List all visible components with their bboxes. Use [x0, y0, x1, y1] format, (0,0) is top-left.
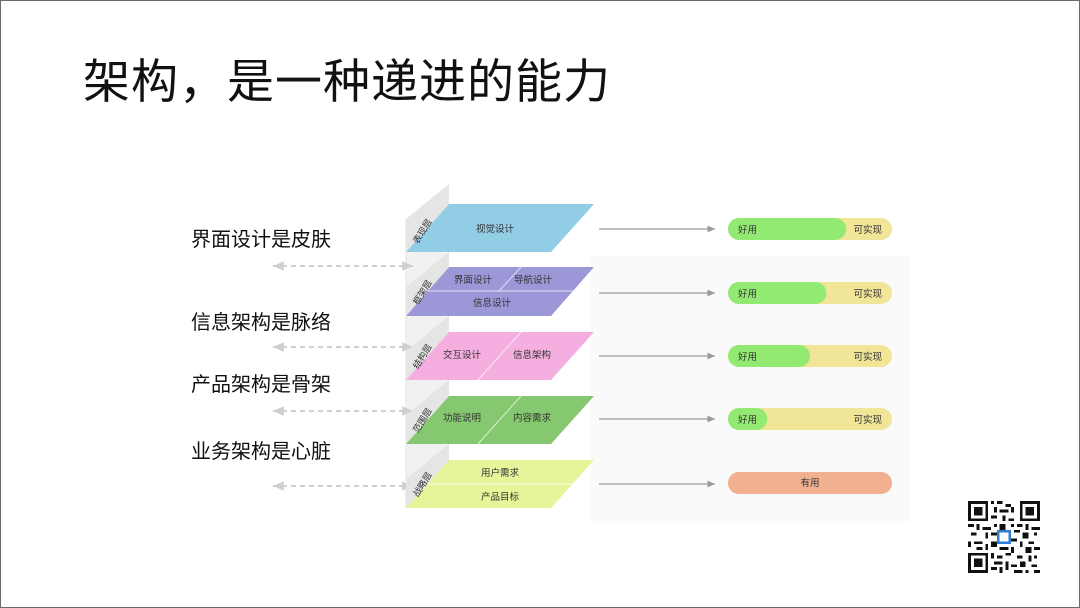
bar-3-left-label: 好用: [738, 351, 757, 363]
layer-2-item-2: 导航设计: [514, 274, 553, 286]
layer-4-divider-v: [477, 395, 522, 445]
bar-1: 好用 可实现: [728, 218, 892, 240]
label-business-arch-heart: 业务架构是心脏: [191, 439, 331, 463]
bar-3: 好用 可实现: [728, 345, 892, 367]
bar-3-right-label: 可实现: [853, 351, 882, 363]
bar-4: 好用 可实现: [728, 408, 892, 430]
label-ui-design-skin: 界面设计是皮肤: [191, 227, 331, 251]
layer-1-plane: [406, 204, 594, 252]
layer-1-tag-bg: [406, 184, 449, 252]
layer-5-tag-bg: [406, 444, 449, 508]
layer-2-divider-v: [498, 266, 522, 292]
layer-2-item-1: 界面设计: [454, 274, 493, 286]
layer-3-divider-v: [477, 331, 522, 381]
label-info-arch-vein: 信息架构是脉络: [191, 310, 331, 334]
slide-title: 架构，是一种递进的能力: [83, 55, 611, 110]
bar-2-left-label: 好用: [738, 288, 757, 300]
layer-1-item-1: 视觉设计: [476, 223, 515, 235]
bar-4-left-label: 好用: [738, 414, 757, 426]
layer-2-tag-bg: [406, 252, 449, 316]
label-product-arch-skeleton: 产品架构是骨架: [191, 372, 331, 396]
layer-5-item-2: 产品目标: [481, 491, 520, 503]
layer-4-item-1: 功能说明: [443, 412, 481, 424]
layer-3-item-1: 交互设计: [443, 349, 482, 361]
bar-5-label: 有用: [800, 477, 819, 489]
layer-4-tag-bg: [406, 380, 449, 444]
layer-5-item-1: 用户需求: [481, 467, 520, 479]
bar-2: 好用 可实现: [728, 282, 892, 304]
layer-4-item-2: 内容需求: [513, 412, 552, 424]
layer-3-tag-bg: [406, 316, 449, 380]
layer-2-item-3: 信息设计: [473, 297, 512, 309]
layer-3-item-2: 信息架构: [513, 349, 551, 361]
bar-5: 有用: [728, 472, 892, 494]
qr-code-icon: [968, 501, 1040, 573]
bar-1-right-label: 可实现: [853, 224, 882, 236]
bar-4-right-label: 可实现: [853, 414, 882, 426]
bar-2-right-label: 可实现: [853, 288, 882, 300]
bar-1-left-label: 好用: [738, 224, 757, 236]
